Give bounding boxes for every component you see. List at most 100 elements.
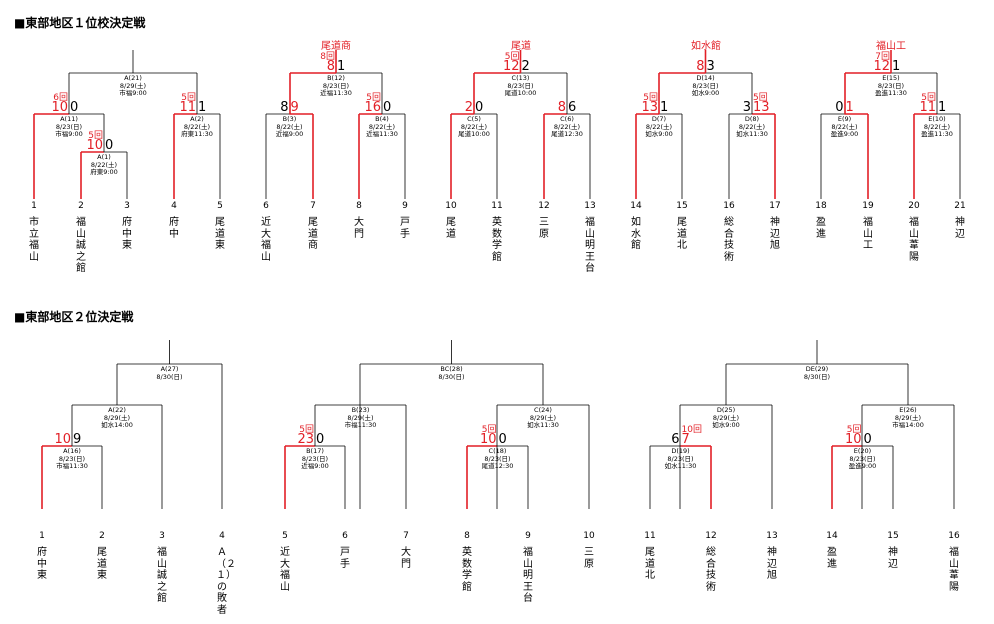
innings-label: 10回: [681, 425, 702, 435]
team-name: 三原: [539, 217, 549, 240]
team-name: 市立福山: [29, 217, 39, 263]
team-name: 大門: [354, 217, 364, 240]
match-venue: 市福9:00: [119, 89, 147, 98]
match-venue: 如水9:00: [712, 421, 740, 430]
title-second: ■東部地区２位決定戦: [14, 310, 134, 324]
score-left: 12: [502, 59, 520, 74]
match-info: C(6)8/22(土)尾道12:30: [551, 115, 583, 139]
block-winner: 如水館: [691, 41, 721, 52]
match-date: 8/23(日): [507, 81, 534, 90]
score-left: 10: [54, 432, 71, 447]
score-left: 10: [479, 432, 497, 447]
match-info: D(7)8/22(土)如水9:00: [645, 115, 673, 139]
score-left: 8: [280, 100, 289, 115]
team-name: 尾道東: [97, 547, 107, 581]
team-name: 総合技術: [724, 217, 734, 263]
title-first: ■東部地区１位校決定戦: [14, 16, 146, 30]
match-date: 8/22(土): [831, 122, 858, 131]
match-id: C(24): [534, 406, 552, 414]
score-left: 0: [835, 100, 844, 115]
team-number: 6: [342, 531, 348, 541]
match-venue: 如水9:00: [645, 130, 673, 139]
score-right: 0: [383, 100, 392, 115]
team-name: 近大福山: [261, 217, 271, 263]
match-venue: 盈進11:30: [875, 89, 907, 98]
match-id: C(6): [560, 115, 574, 123]
match-info: B(23)8/29(土)市福11:30: [345, 406, 377, 430]
match-venue: 如水9:00: [691, 89, 720, 98]
team-number: 1: [31, 201, 37, 211]
match-info: E(26)8/29(土)市福14:00: [892, 406, 924, 430]
match-info: A(2)8/22(土)府東11:30: [181, 115, 213, 139]
team-name: 神辺旭: [767, 547, 777, 581]
match-date: 8/22(土): [183, 122, 211, 131]
match-date: 8/23(日): [877, 81, 905, 90]
team-number: 17: [769, 201, 781, 211]
match-info: DE(29)8/30(日): [804, 365, 830, 381]
match-info: C(13)8/23(日)尾道10:00: [505, 74, 537, 98]
team-number: 4: [171, 201, 177, 211]
match-id: B(3): [282, 115, 297, 123]
score-right: 13: [753, 100, 770, 115]
match-date: 8/29(土): [103, 413, 131, 422]
team-name: 神辺: [955, 217, 965, 240]
team-number: 3: [159, 531, 165, 541]
match-date: 8/22(土): [923, 122, 951, 131]
team-name: 戸手: [400, 217, 410, 240]
match-venue: 市福14:00: [892, 421, 924, 430]
team-name: 福山明王台: [523, 547, 533, 604]
team-name: 尾道北: [645, 547, 655, 581]
match-id: DE(29): [805, 365, 829, 373]
team-number: 16: [723, 201, 735, 211]
match-id: E(10): [928, 115, 946, 123]
score-right: 0: [498, 432, 507, 447]
score-left: 2: [464, 100, 473, 115]
match-info: E(9)8/22(土)盈進9:00: [831, 115, 859, 139]
match-info: B(12)8/23(日)近福11:30: [320, 74, 352, 98]
match-info: D(25)8/29(土)如水9:00: [712, 406, 740, 430]
team-name: 尾道東: [215, 217, 225, 251]
match-info: B(4)8/22(土)近福11:30: [366, 115, 398, 139]
match-id: D(8): [744, 115, 760, 123]
score-right: 1: [938, 100, 947, 115]
match-id: A(11): [60, 115, 78, 123]
score-right: 0: [105, 138, 114, 153]
match-id: B(17): [306, 447, 324, 455]
team-number: 4: [219, 531, 225, 541]
match-id: D(7): [651, 115, 667, 123]
team-name: 英数学館: [462, 547, 472, 593]
match-info: A(21)8/29(土)市福9:00: [119, 74, 147, 98]
match-venue: 尾道10:00: [458, 130, 490, 139]
match-date: 8/22(土): [553, 122, 581, 131]
match-date: 8/29(土): [712, 413, 740, 422]
match-id: E(26): [899, 406, 917, 414]
team-number: 11: [491, 201, 503, 211]
match-date: 8/29(土): [119, 81, 147, 90]
match-date: 8/23(日): [58, 454, 86, 463]
match-venue: 府東9:00: [90, 168, 118, 177]
match-date: 8/23(日): [55, 122, 83, 131]
team-name: 府中: [169, 217, 179, 240]
match-info: E(10)8/22(土)盈進11:30: [921, 115, 953, 139]
score-right: 1: [660, 100, 669, 115]
score-left: 10: [51, 100, 68, 115]
match-id: A(2): [190, 115, 204, 123]
innings-label: 5回: [481, 425, 497, 435]
match-id: E(15): [882, 74, 900, 82]
team-name: 府中東: [122, 217, 132, 251]
match-id: A(22): [108, 406, 126, 414]
team-number: 9: [402, 201, 408, 211]
innings-label: 7回: [875, 52, 890, 62]
match-date: 8/22(土): [645, 122, 673, 131]
score-left: 11: [919, 100, 936, 115]
team-number: 11: [644, 531, 656, 541]
team-name: 三原: [584, 547, 594, 570]
team-number: 8: [464, 531, 470, 541]
match-id: A(21): [124, 74, 142, 82]
match-info: E(15)8/23(日)盈進11:30: [875, 74, 907, 98]
team-name: 尾道: [446, 217, 456, 240]
team-name: 福山工: [863, 217, 873, 251]
match-venue: 尾道12:30: [481, 462, 514, 471]
match-info: D(8)8/22(土)如水11:30: [736, 115, 768, 139]
match-id: C(13): [511, 74, 530, 82]
